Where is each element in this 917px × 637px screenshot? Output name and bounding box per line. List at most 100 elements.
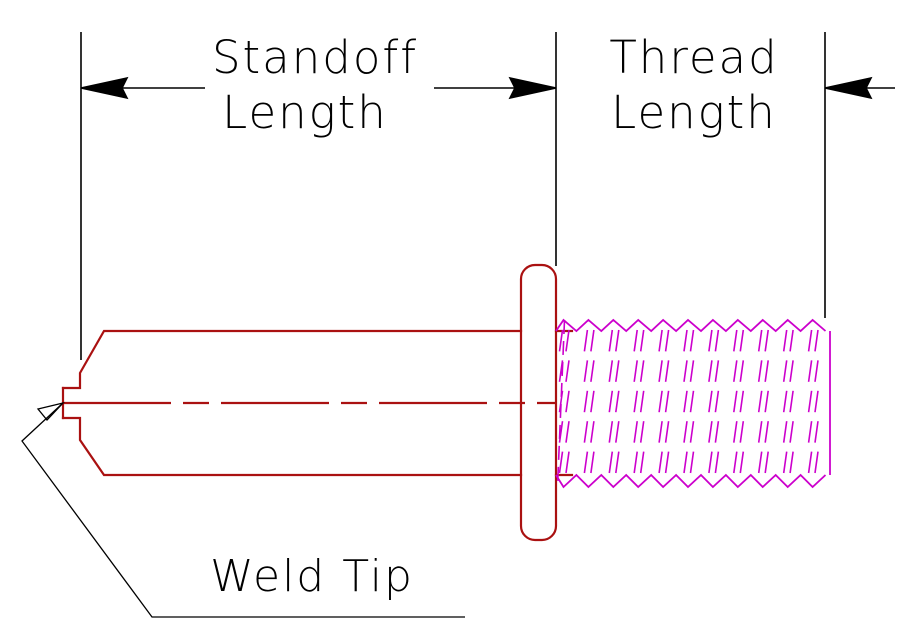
thread-hatch-stroke — [714, 421, 720, 443]
thread-hatch-stroke — [689, 390, 695, 413]
thread-hatch-stroke — [757, 421, 763, 443]
thread-hatch-stroke — [789, 360, 794, 382]
thread-hatch-stroke — [583, 390, 589, 413]
thread-hatch-stroke — [658, 360, 663, 382]
thread-hatch-stroke — [664, 390, 670, 413]
thread-hatch-stroke — [590, 390, 595, 413]
thread-hatch-stroke — [558, 451, 564, 474]
thread-hatch-stroke — [615, 421, 620, 443]
thread-hatch-stroke — [633, 360, 638, 382]
thread-hatch-stroke — [608, 451, 614, 474]
thread-hatch-stroke — [583, 360, 589, 382]
thread-hatch-stroke — [782, 451, 788, 474]
thread-hatch-stroke — [558, 421, 564, 443]
thread-hatch-stroke — [689, 329, 695, 352]
thread-hatch-stroke — [683, 390, 688, 413]
weld-tip-leader — [21, 401, 465, 618]
thread-hatch-stroke — [664, 451, 670, 474]
weld-tip-leader-arrowhead — [36, 401, 65, 421]
thread-hatch-stroke — [739, 390, 745, 413]
thread-hatch-stroke — [708, 329, 713, 352]
thread-hatch-stroke — [683, 360, 688, 382]
thread-hatch-stroke — [739, 360, 745, 382]
weld-tip-label: Weld Tip — [210, 551, 414, 602]
weld-tip-leader-line — [21, 402, 465, 618]
thread-hatch-stroke — [789, 390, 794, 413]
thread-hatch-stroke — [683, 451, 688, 474]
thread-hatch-stroke — [807, 390, 813, 413]
thread-hatch-stroke — [565, 390, 570, 413]
thread-hatch-stroke — [757, 329, 763, 352]
thread-hatch-stroke — [689, 421, 695, 443]
stud-upper-profile — [61, 329, 523, 390]
thread-hatch-stroke — [583, 451, 589, 474]
thread-hatch-stroke — [739, 329, 745, 352]
thread-hatch-stroke — [615, 390, 620, 413]
thread-hatch-stroke — [633, 451, 638, 474]
thread-hatch-stroke — [733, 390, 738, 413]
thread-hatch-stroke — [565, 421, 570, 443]
thread-hatch-stroke — [764, 451, 769, 474]
thread-hatch-stroke — [664, 329, 670, 352]
thread-hatch-stroke — [733, 451, 738, 474]
thread-hatch-stroke — [782, 421, 788, 443]
thread-hatch-stroke — [782, 390, 788, 413]
thread-hatch-stroke — [683, 329, 688, 352]
thread-hatch-stroke — [658, 421, 663, 443]
standoff-length-label-line2: Length — [222, 86, 388, 139]
thread-hatch-stroke — [807, 329, 813, 352]
arrowhead-left-thread — [824, 76, 873, 100]
arrowhead-left-standoff — [80, 76, 129, 100]
thread-hatch-stroke — [590, 451, 595, 474]
thread-hatch-stroke — [708, 451, 713, 474]
thread-hatch-stroke — [658, 390, 663, 413]
thread-hatch-stroke — [615, 360, 620, 382]
thread-hatch-stroke — [608, 421, 614, 443]
thread-hatch-stroke — [608, 390, 614, 413]
thread-hatch-stroke — [814, 451, 819, 474]
extension-lines — [80, 32, 826, 360]
thread-crest-top — [555, 318, 827, 333]
thread-hatch-stroke — [615, 329, 620, 352]
thread-profile — [555, 318, 831, 489]
thread-hatch-stroke — [708, 360, 713, 382]
arrowhead-right-standoff — [508, 76, 557, 100]
thread-hatch-stroke — [789, 329, 794, 352]
thread-hatch-stroke — [782, 360, 788, 382]
thread-hatch-stroke — [807, 451, 813, 474]
thread-hatch-stroke — [789, 421, 794, 443]
thread-hatch-stroke — [590, 329, 595, 352]
thread-hatch-stroke — [814, 421, 819, 443]
thread-hatch-stroke — [807, 421, 813, 443]
thread-hatch-stroke — [633, 390, 638, 413]
thread-length-label-line2: Length — [611, 86, 777, 139]
stud-lower-profile — [61, 416, 523, 477]
thread-crest-bottom — [555, 473, 827, 489]
thread-hatch-stroke — [583, 421, 589, 443]
thread-hatch-stroke — [689, 451, 695, 474]
thread-hatch-stroke — [807, 360, 813, 382]
thread-hatch-stroke — [639, 329, 645, 352]
thread-hatch-stroke — [714, 329, 720, 352]
thread-hatch-stroke — [814, 390, 819, 413]
thread-hatch-stroke — [814, 360, 819, 382]
thread-hatch-stroke — [733, 360, 738, 382]
thread-hatch-stroke — [590, 421, 595, 443]
thread-hatch-stroke — [764, 360, 769, 382]
thread-hatch-stroke — [757, 390, 763, 413]
thread-hatch-stroke — [658, 329, 663, 352]
thread-hatch-stroke — [664, 360, 670, 382]
thread-hatch-stroke — [615, 451, 620, 474]
thread-length-label-line1: Thread — [609, 31, 778, 84]
thread-hatch-stroke — [764, 390, 769, 413]
thread-hatch-stroke — [664, 421, 670, 443]
thread-hatch-stroke — [565, 329, 570, 352]
thread-hatch-stroke — [714, 360, 720, 382]
thread-hatch-stroke — [714, 390, 720, 413]
thread-hatch-stroke — [757, 451, 763, 474]
thread-hatch-stroke — [714, 451, 720, 474]
thread-hatch-stroke — [658, 451, 663, 474]
thread-hatch-stroke — [558, 329, 564, 352]
